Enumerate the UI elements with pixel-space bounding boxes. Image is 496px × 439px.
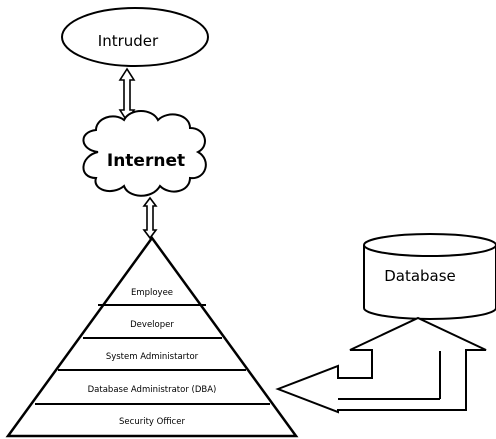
tier-label-employee: Employee: [131, 288, 173, 298]
tier-label-dba: Database Administrator (DBA): [88, 385, 217, 395]
internet-label: Internet: [107, 151, 185, 171]
tier-label-developer: Developer: [130, 320, 174, 330]
tier-label-system-administrator: System Administartor: [106, 352, 199, 362]
database-cylinder: Database: [363, 233, 496, 320]
database-label: Database: [384, 267, 456, 285]
internet-pyramid-arrow: [142, 196, 158, 240]
dba-database-arrow: [275, 316, 487, 414]
access-pyramid: Employee Developer System Administartor …: [5, 235, 299, 438]
intruder-label: Intruder: [98, 32, 159, 50]
tier-label-security-officer: Security Officer: [119, 417, 185, 427]
internet-cloud: Internet: [82, 110, 207, 197]
intruder-node: Intruder: [61, 7, 209, 67]
